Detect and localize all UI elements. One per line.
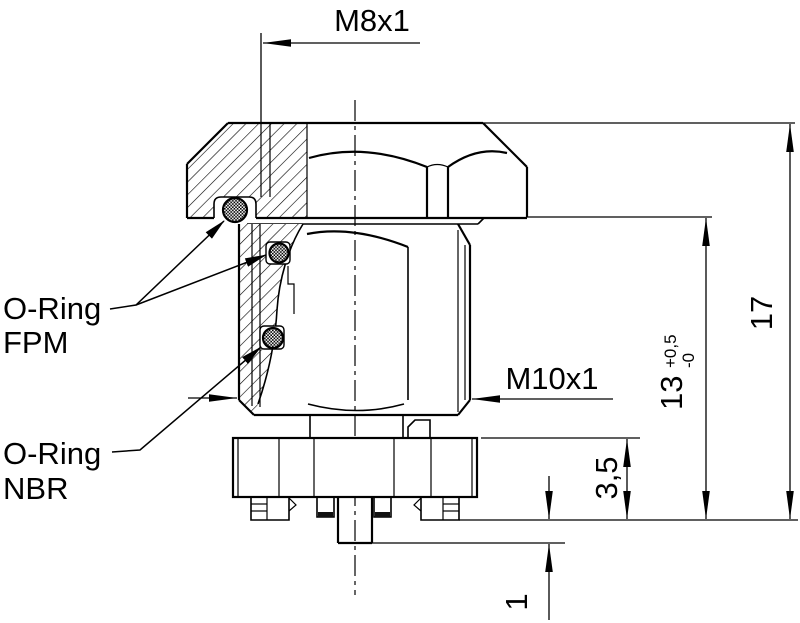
oring-nbr-label-line2: NBR [3,471,68,506]
oring-callouts: O-Ring FPM O-Ring NBR [3,220,267,506]
oring-nbr [261,326,285,350]
shank-top-arc [306,230,409,249]
dim-13-tolerance-plus: +0,5 [661,334,680,368]
pin-barb-right [413,497,422,512]
oring-nbr-label-line1: O-Ring [3,436,101,471]
pin-small-left-foot [318,512,333,517]
fpm-leader-lower [135,254,267,306]
m10-thread-label: M10x1 [505,361,598,396]
oring-fpm-lower [268,242,290,264]
hex-top-right-chamfer [482,122,528,168]
dim-13-tolerance-minus: -0 [679,353,698,368]
mounting-pins [250,497,460,545]
hex-face-arc-left [308,150,428,169]
pin-small-right-foot [375,512,390,517]
oring-fpm-label-line1: O-Ring [3,291,101,326]
shank-hatch-area [239,224,303,414]
dim-17-label: 17 [744,296,779,330]
shank-bottom-left-chamfer [238,399,255,416]
m8-thread-label: M8x1 [334,3,410,38]
locating-tab [407,419,431,438]
shank-top-right-chamfer [457,223,471,246]
lower-flange [231,436,479,499]
flange-top-left-chamfer [186,122,229,165]
hex-face-arc-mid [426,163,449,168]
hex-face-arc-right [447,150,508,168]
inner-bore-curve [257,223,304,405]
extension-lines [260,33,798,544]
threaded-shank [237,223,472,438]
oring-fpm-upper [221,196,249,224]
bore-step-lines [287,266,295,314]
snap-pin-left [250,497,290,521]
dim-13-label: 13 [654,376,689,410]
dimensions: M8x1 M10x1 17 13 +0,5 -0 3,5 1 [188,3,794,620]
dim-1-label: 1 [499,593,534,610]
flange-hatch-area [187,123,307,218]
snap-pin-right [420,497,460,521]
shank-bottom-right-chamfer [457,399,471,416]
nbr-leader [111,346,262,453]
pin-barb-left [288,497,297,512]
part-top-flange-section [185,121,527,224]
shank-bottom-seat-arc [307,403,405,412]
oring-fpm-label-line2: FPM [3,325,68,360]
lower-flange-body [231,436,479,499]
washer-right-chamfer [477,217,485,225]
dim-3-5-label: 3,5 [589,456,624,499]
